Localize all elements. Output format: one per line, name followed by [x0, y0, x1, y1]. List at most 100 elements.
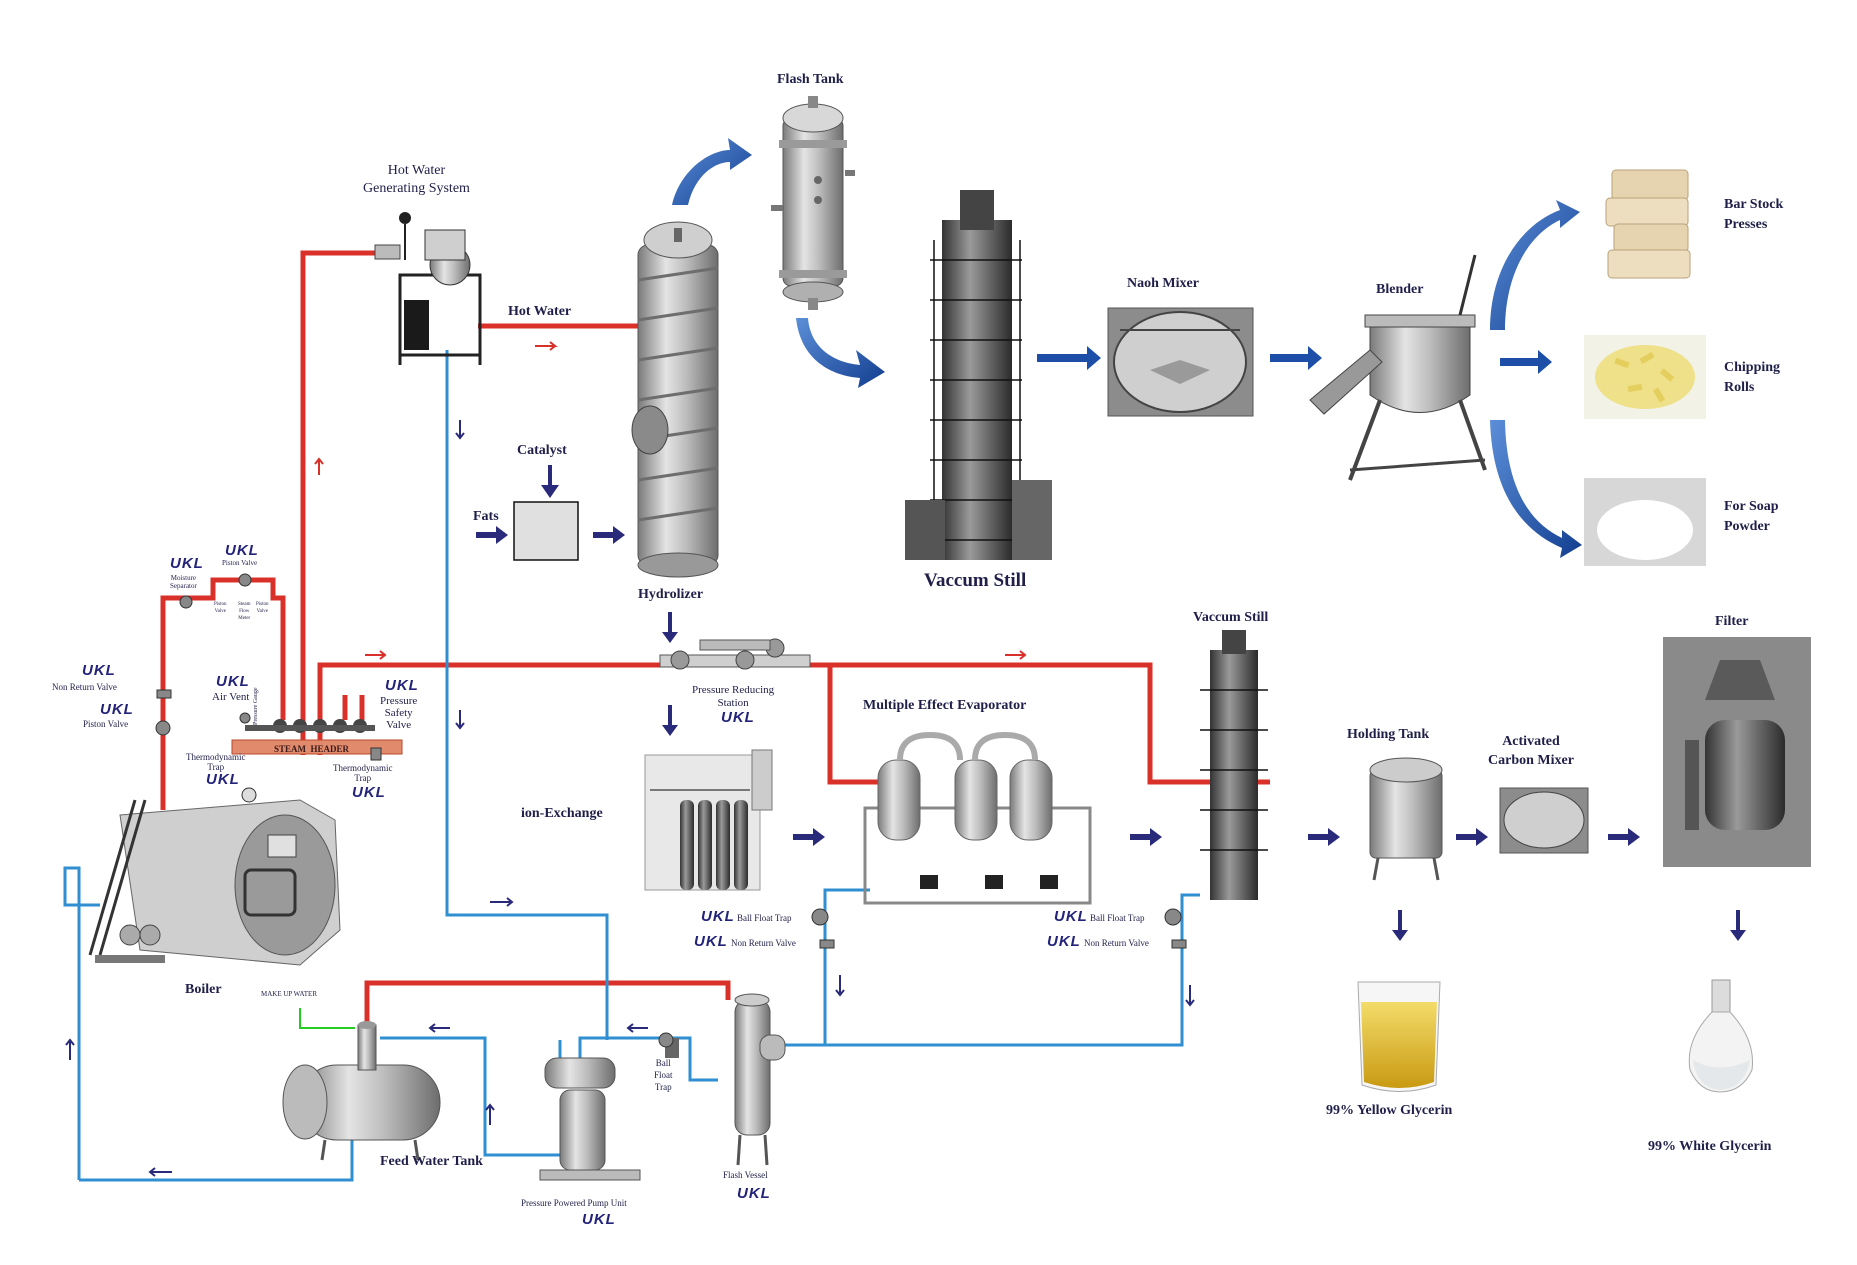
arrow-hydrolizer-down: [662, 612, 678, 643]
piston-valve-left-icon: [155, 720, 171, 736]
label-multiple-effect-evaporator: Multiple Effect Evaporator: [863, 698, 1027, 713]
label-fats: Fats: [473, 509, 499, 524]
feed-water-tank: [282, 1021, 441, 1161]
arrow-still-to-naoh: [1037, 346, 1101, 370]
flow-arrow-feed-left-1: [428, 1023, 450, 1033]
process-arrows: [476, 465, 1746, 941]
label-boiler: Boiler: [185, 982, 222, 997]
non-return-valve-left-icon: [156, 689, 172, 699]
bar-stock-image: [1605, 169, 1691, 279]
brand-mark: UKL: [1047, 933, 1081, 950]
label-flash-tank: Flash Tank: [777, 72, 844, 87]
arrow-hydrolizer-to-flash: [672, 138, 752, 205]
steam-line-feed-tank: [364, 980, 731, 1025]
label-small-piston-valve-b: Piston Valve: [256, 602, 269, 614]
small-flow-arrows: [65, 341, 1195, 1177]
steam-line-evaporator: [827, 665, 880, 785]
blender: [1309, 254, 1487, 481]
brand-mark: UKL: [216, 673, 250, 690]
water-line-pump-to-flash: [578, 1036, 718, 1082]
label-air-vent: Air Vent: [212, 691, 250, 703]
brand-mark: UKL: [1054, 908, 1088, 925]
label-soap-powder: For Soap Powder: [1724, 499, 1779, 534]
arrow-still-to-holding: [1308, 828, 1340, 846]
flash-vessel: [734, 993, 786, 1166]
brand-mark: UKL: [737, 1185, 771, 1202]
label-filter: Filter: [1715, 614, 1749, 629]
water-line-still-condensate: [780, 893, 1200, 1047]
moisture-separator-icon: [179, 595, 193, 609]
arrow-blender-to-powder: [1490, 420, 1582, 558]
pressure-reducing-station: [659, 638, 811, 670]
yellow-glycerin-image: [1357, 981, 1441, 1092]
water-lines: [63, 350, 1200, 1182]
label-piston-valve-top: Piston Valve: [222, 559, 258, 567]
label-activated-carbon-mixer: Activated Carbon Mixer: [1488, 734, 1574, 768]
label-small-piston-valve-a: Piston Valve: [214, 602, 227, 614]
vaccum-still-bottom: [1200, 630, 1268, 900]
flow-arrow-water-down-1: [455, 420, 465, 440]
white-glycerin-image: [1688, 979, 1754, 1093]
ball-float-trap-2-icon: [1164, 908, 1182, 926]
label-pressure-gauge: Pressure Gauge: [253, 687, 259, 726]
arrow-ion-to-evap: [793, 828, 825, 846]
flow-arrow-steam-up: [314, 457, 324, 475]
brand-mark: UKL: [385, 677, 419, 694]
hydrolizer: [631, 221, 719, 578]
label-naoh-mixer: Naoh Mixer: [1127, 276, 1199, 291]
label-hydrolizer: Hydrolizer: [638, 587, 704, 602]
label-make-up-water: MAKE UP WATER: [261, 990, 318, 998]
label-vaccum-still-top: Vaccum Still: [924, 570, 1027, 591]
piston-valve-top-icon: [238, 573, 252, 587]
flow-arrow-still-down: [1185, 985, 1195, 1007]
arrow-holding-to-carbon: [1456, 828, 1488, 846]
water-line-boiler-feed: [63, 866, 100, 1180]
label-yellow-glycerin: 99% Yellow Glycerin: [1326, 1103, 1453, 1118]
boiler: [88, 799, 341, 966]
label-ion-exchange: ion-Exchange: [521, 806, 603, 821]
label-ball-float-trap-2: Ball Float Trap: [1090, 913, 1145, 923]
steam-line-hot-water-riser: [300, 250, 380, 755]
label-non-return-valve-1: Non Return Valve: [731, 938, 796, 948]
arrow-catalyst-down: [541, 465, 559, 498]
label-blender: Blender: [1376, 282, 1424, 297]
flow-arrow-steam-right-2: [1005, 650, 1027, 660]
label-pressure-powered-pump-unit: Pressure Powered Pump Unit: [521, 1198, 627, 1208]
activated-carbon-mixer: [1499, 787, 1589, 854]
brand-mark: UKL: [82, 662, 116, 679]
ball-float-trap-1-icon: [811, 908, 829, 926]
filter: [1663, 637, 1811, 867]
multiple-effect-evaporator: [863, 731, 1092, 905]
flow-arrow-bottom-left: [148, 1167, 172, 1177]
arrow-prs-down: [662, 705, 678, 736]
ball-float-trap-vertical-icon: [658, 1032, 674, 1048]
hot-water-generating-system: [374, 212, 482, 365]
brand-mark: UKL: [352, 784, 386, 801]
label-piston-valve-left: Piston Valve: [83, 719, 129, 729]
flow-arrow-left-up: [65, 1038, 75, 1060]
valve-icons: [155, 573, 1187, 1048]
label-white-glycerin: 99% White Glycerin: [1648, 1139, 1772, 1154]
flash-tank: [771, 96, 855, 310]
label-steam-header: STEAM HEADER: [274, 744, 350, 754]
soap-powder-image: [1584, 478, 1706, 566]
flow-arrow-evap-down: [835, 975, 845, 997]
label-small-steam-flow-meter: Steam Flow Meter: [238, 602, 251, 621]
catalyst-box: [513, 501, 579, 561]
pressure-safety-valve-icon: [370, 747, 382, 761]
arrow-naoh-to-blender: [1270, 346, 1322, 370]
steam-line-main-header: [317, 662, 1270, 785]
brand-mark: UKL: [206, 771, 240, 788]
brand-mark: UKL: [721, 709, 755, 726]
naoh-mixer: [1107, 307, 1254, 417]
brand-mark: UKL: [225, 542, 259, 559]
flow-arrow-pump-up: [485, 1103, 495, 1125]
label-feed-water-tank: Feed Water Tank: [380, 1154, 483, 1169]
label-non-return-valve-left: Non Return Valve: [52, 682, 117, 692]
steam-header: [231, 719, 403, 755]
arrow-evap-to-still: [1130, 828, 1162, 846]
label-pressure-safety-valve: Pressure Safety Valve: [380, 695, 418, 731]
label-thermodynamic-trap-left: Thermodynamic Trap: [186, 752, 246, 772]
arrow-catalyst-to-hydrolizer: [593, 526, 625, 544]
